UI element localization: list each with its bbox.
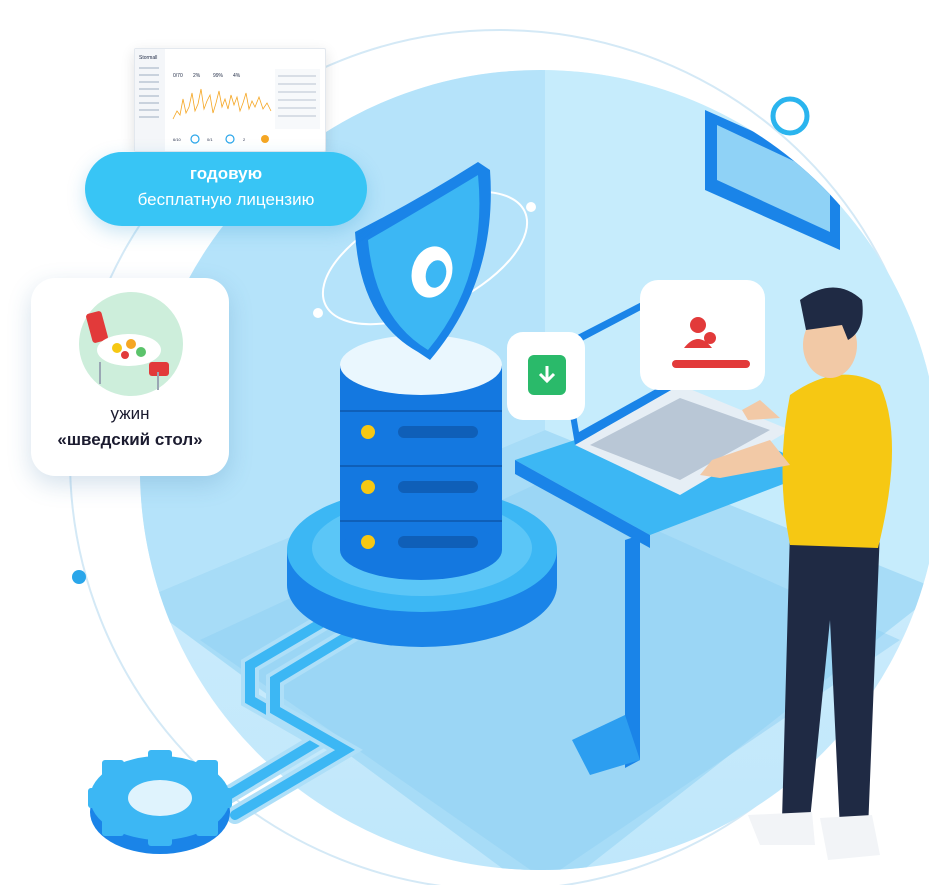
- ring-decoration: [770, 96, 810, 136]
- dinner-card: ужин «шведский стол»: [31, 278, 229, 476]
- license-pill-line1: годовую: [189, 164, 263, 183]
- dash-stat-2: 2%: [193, 73, 201, 79]
- license-pill: годовую бесплатную лицензию: [85, 152, 367, 226]
- dash-bottom-1: 6/10: [173, 137, 182, 142]
- server-stack: [340, 335, 502, 580]
- gear-icon: [88, 750, 232, 854]
- dash-stat-3: 99%: [213, 73, 224, 79]
- person: [700, 287, 893, 860]
- dinner-card-line2: «шведский стол»: [57, 430, 203, 449]
- dash-stat-4: 4%: [233, 73, 241, 79]
- dash-bottom-3: 2: [243, 137, 246, 142]
- download-tile: [507, 332, 585, 420]
- dash-stat-1: 0/70: [173, 73, 183, 79]
- dot-decoration: [72, 570, 86, 584]
- dash-sparkline: [172, 88, 272, 120]
- buffet-table-icon: [79, 292, 183, 396]
- dashboard-brand: Stormall: [139, 55, 157, 61]
- dash-bottom-2: 0/1: [207, 137, 213, 142]
- user-check-tile: [640, 280, 765, 390]
- dashboard-preview: Stormall 0/70 2% 99% 4% 6/10 0/1 2: [134, 48, 326, 152]
- pipes: [211, 609, 367, 824]
- dinner-card-line1: ужин: [110, 404, 150, 423]
- shield-icon: [313, 162, 536, 360]
- license-pill-line2: бесплатную лицензию: [137, 190, 315, 209]
